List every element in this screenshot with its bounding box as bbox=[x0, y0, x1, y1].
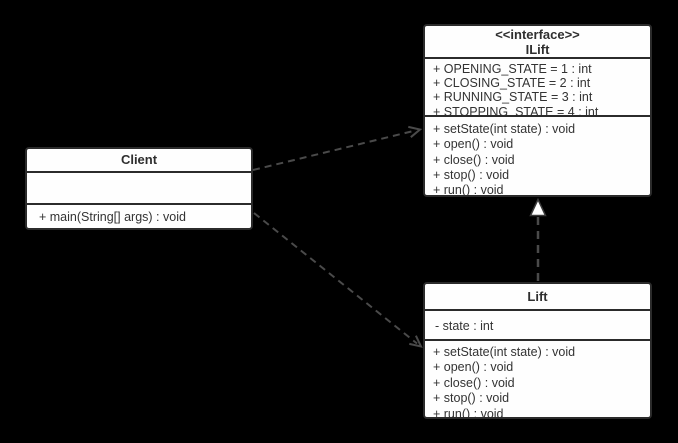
method-row: + setState(int state) : void bbox=[433, 122, 576, 136]
class-name: Client bbox=[120, 152, 158, 167]
field-row: + CLOSING_STATE = 2 : int bbox=[433, 76, 591, 91]
method-row: + run() : void bbox=[433, 406, 504, 417]
methods-section-client: + main(String[] args) : void bbox=[27, 205, 251, 228]
field-row: + STOPPING_STATE = 4 : int bbox=[433, 104, 599, 117]
method-row: + stop() : void bbox=[433, 391, 510, 406]
fields-section-client bbox=[27, 173, 251, 205]
fields-section-lift: - state : int bbox=[425, 311, 650, 341]
class-name: Lift bbox=[527, 289, 548, 304]
field-row: + OPENING_STATE = 1 : int bbox=[433, 62, 592, 76]
method-row: + setState(int state) : void bbox=[433, 345, 576, 359]
method-row: + main(String[] args) : void bbox=[39, 210, 186, 224]
dependency-arrow-client-to-lift bbox=[253, 212, 423, 348]
methods-section-ilift: + setState(int state) : void + open() : … bbox=[425, 117, 650, 196]
method-row: + stop() : void bbox=[433, 167, 510, 182]
method-row: + run() : void bbox=[433, 183, 504, 196]
class-box-lift: Lift - state : int + setState(int state)… bbox=[423, 282, 652, 419]
stereotype-label: <<interface>> bbox=[495, 27, 580, 42]
class-title-client: Client bbox=[27, 149, 251, 173]
realization-arrow-lift-to-ilift bbox=[529, 197, 547, 281]
hollow-triangle-arrowhead bbox=[529, 197, 547, 217]
class-box-ilift: <<interface>> ILift + OPENING_STATE = 1 … bbox=[423, 24, 652, 197]
fields-section-ilift: + OPENING_STATE = 1 : int + CLOSING_STAT… bbox=[425, 59, 650, 117]
class-title-lift: Lift bbox=[425, 284, 650, 311]
class-box-client: Client + main(String[] args) : void bbox=[25, 147, 253, 230]
class-name: ILift bbox=[525, 41, 550, 57]
field-row: + RUNNING_STATE = 3 : int bbox=[433, 90, 593, 105]
dependency-arrow-client-to-ilift bbox=[252, 125, 423, 171]
class-title-ilift: <<interface>> ILift bbox=[425, 26, 650, 59]
method-row: + close() : void bbox=[433, 152, 515, 167]
methods-section-lift: + setState(int state) : void + open() : … bbox=[425, 341, 650, 417]
method-row: + close() : void bbox=[433, 375, 515, 390]
field-row: - state : int bbox=[435, 319, 494, 333]
method-row: + open() : void bbox=[433, 137, 514, 152]
method-row: + open() : void bbox=[433, 360, 514, 375]
